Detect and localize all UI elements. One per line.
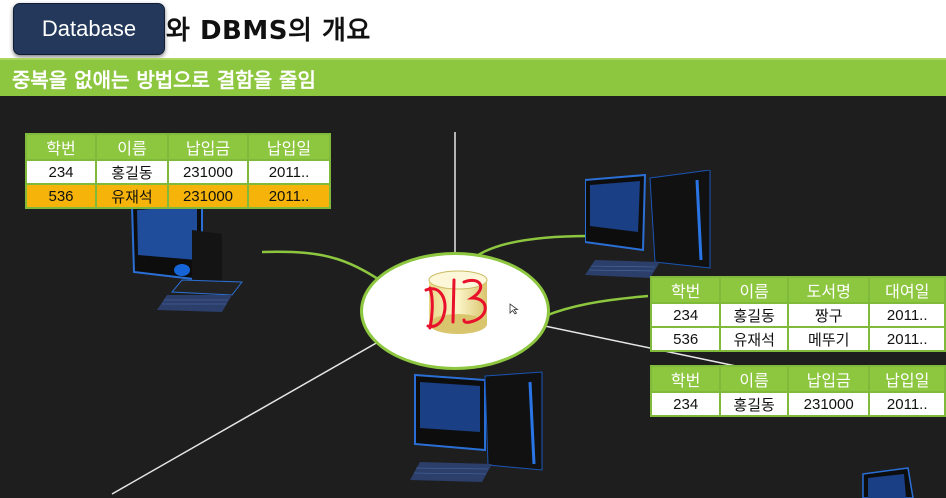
table-row-highlighted: 536 유재석 231000 2011.. bbox=[25, 183, 331, 209]
computer-partial-icon bbox=[862, 467, 914, 498]
table-header-cell: 납입일 bbox=[247, 133, 331, 161]
table-header-cell: 대여일 bbox=[868, 276, 946, 304]
table-cell: 536 bbox=[649, 326, 722, 352]
table-cell: 짱구 bbox=[787, 302, 871, 328]
table-row: 234 홍길동 231000 2011.. bbox=[25, 159, 331, 185]
table-header-cell: 이름 bbox=[719, 365, 789, 393]
table-cell: 234 bbox=[25, 159, 97, 185]
table-header-cell: 학번 bbox=[25, 133, 97, 161]
table-cell: 홍길동 bbox=[719, 302, 790, 328]
table-cell: 2011.. bbox=[247, 159, 331, 185]
table-header-cell: 납입금 bbox=[167, 133, 249, 161]
table-header-cell: 학번 bbox=[649, 276, 722, 304]
table-header-row: 학번 이름 도서명 대여일 bbox=[649, 276, 946, 304]
table-header-cell: 납입일 bbox=[868, 365, 946, 393]
table-row: 234 홍길동 짱구 2011.. bbox=[649, 302, 946, 328]
table-header-cell: 납입금 bbox=[786, 365, 871, 393]
tuition-table-right: 학번 이름 납입금 납입일 234 홍길동 231000 2011.. bbox=[649, 365, 946, 417]
library-table: 학번 이름 도서명 대여일 234 홍길동 짱구 2011.. 536 유재석 … bbox=[649, 276, 946, 352]
table-header-row: 학번 이름 납입금 납입일 bbox=[25, 133, 331, 161]
table-cell: 231000 bbox=[786, 391, 871, 417]
computer-right-icon bbox=[585, 170, 711, 278]
table-cell: 234 bbox=[649, 391, 722, 417]
table-header-cell: 학번 bbox=[649, 365, 722, 393]
table-cell: 2011.. bbox=[868, 302, 946, 328]
table-header-row: 학번 이름 납입금 납입일 bbox=[649, 365, 946, 393]
handwritten-db-annotation bbox=[424, 278, 487, 330]
table-row: 234 홍길동 231000 2011.. bbox=[649, 391, 946, 417]
table-cell: 2011.. bbox=[247, 183, 331, 209]
database-cylinder-icon bbox=[428, 270, 488, 334]
table-cell: 536 bbox=[25, 183, 97, 209]
computer-left-icon bbox=[130, 200, 243, 312]
table-cell: 231000 bbox=[167, 159, 249, 185]
database-button[interactable]: Database bbox=[13, 3, 165, 55]
table-cell: 메뚜기 bbox=[787, 326, 871, 352]
table-cell: 234 bbox=[649, 302, 722, 328]
subtitle-bar: 중복을 없애는 방법으로 결함을 줄임 bbox=[0, 58, 946, 96]
slide-subtitle: 중복을 없애는 방법으로 결함을 줄임 bbox=[12, 68, 316, 92]
table-cell: 2011.. bbox=[868, 326, 946, 352]
table-cell: 2011.. bbox=[868, 391, 946, 417]
table-header-cell: 이름 bbox=[719, 276, 790, 304]
table-cell: 홍길동 bbox=[719, 391, 789, 417]
table-cell: 유재석 bbox=[719, 326, 790, 352]
table-cell: 유재석 bbox=[95, 183, 169, 209]
table-header-cell: 도서명 bbox=[787, 276, 871, 304]
tuition-table-left: 학번 이름 납입금 납입일 234 홍길동 231000 2011.. 536 … bbox=[25, 133, 331, 209]
computer-bottom-icon bbox=[410, 371, 543, 482]
table-header-cell: 이름 bbox=[95, 133, 169, 161]
table-cell: 홍길동 bbox=[95, 159, 169, 185]
mouse-cursor-icon bbox=[509, 303, 519, 315]
table-cell: 231000 bbox=[167, 183, 249, 209]
table-row: 536 유재석 메뚜기 2011.. bbox=[649, 326, 946, 352]
slide-title: 와 DBMS의 개요 bbox=[166, 16, 371, 46]
